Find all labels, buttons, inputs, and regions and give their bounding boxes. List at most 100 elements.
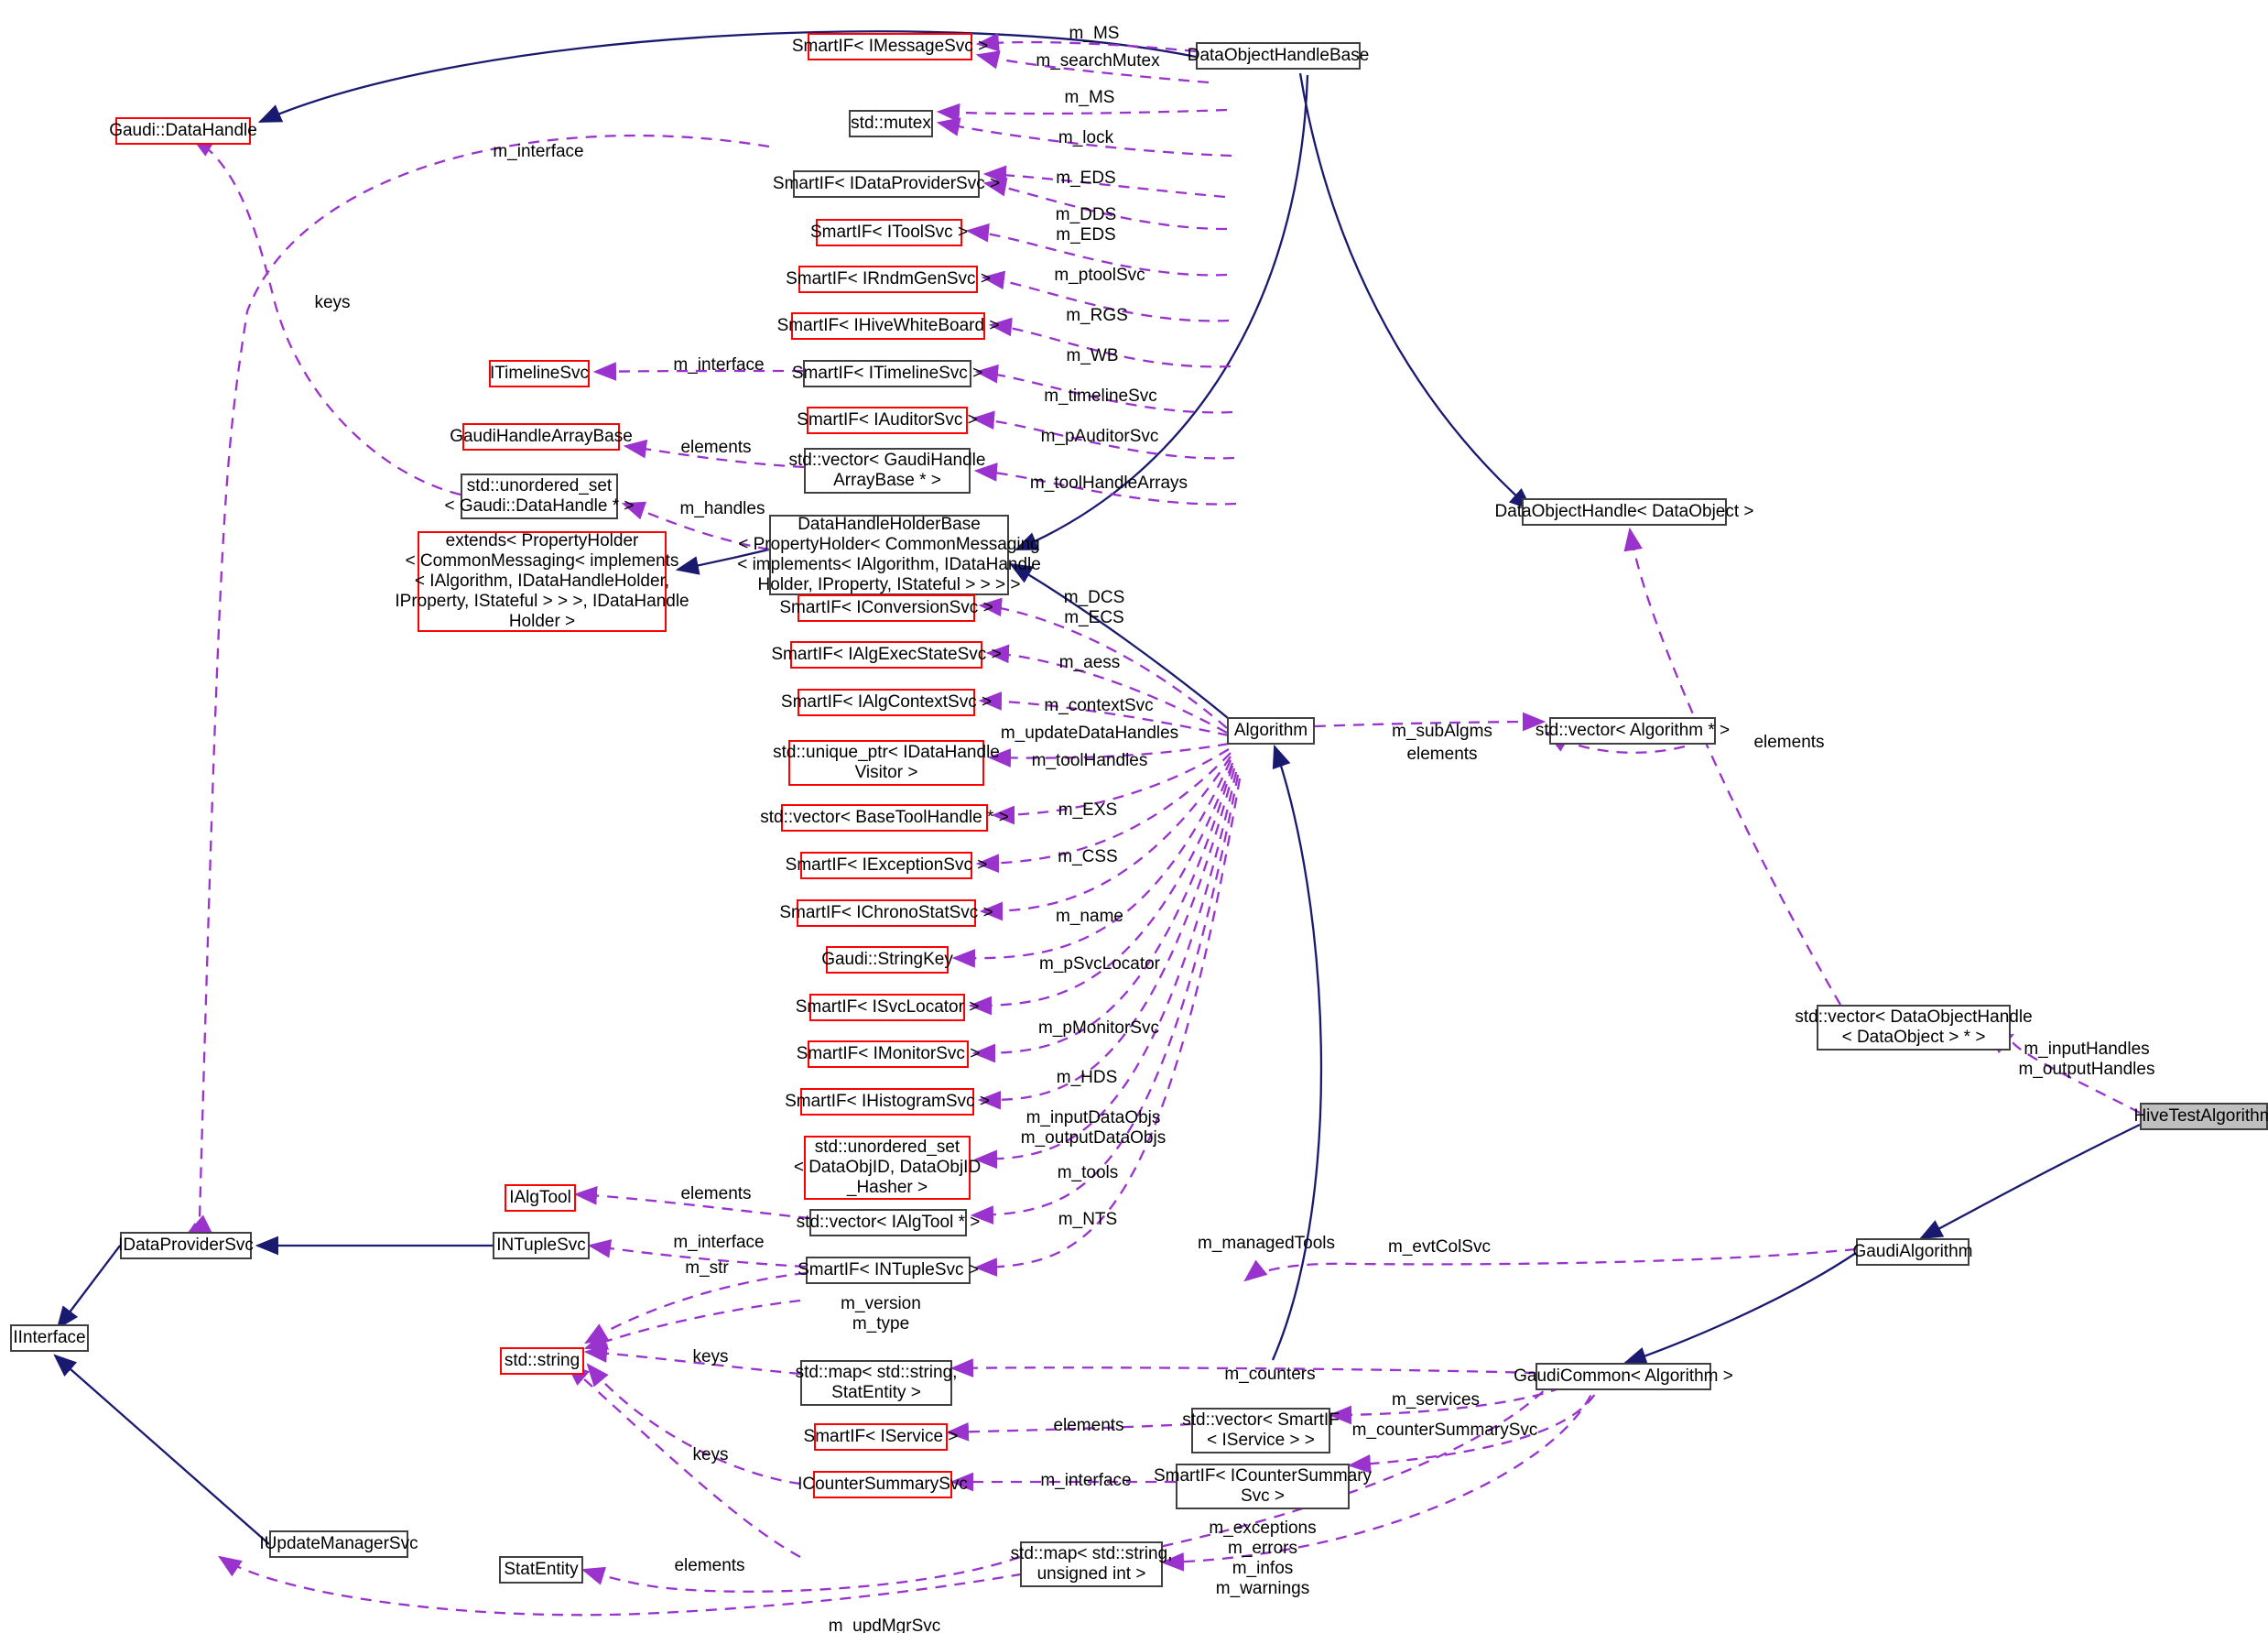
edge-label-keys_mid: keys <box>692 1347 729 1366</box>
class-node-smartif_iservice[interactable]: SmartIF< IService > <box>804 1423 958 1451</box>
class-node-smartif_imessagesvc[interactable]: SmartIF< IMessageSvc > <box>792 33 988 60</box>
edge-label-m_interface_top: m_interface <box>493 142 584 161</box>
class-node-map_string_uint[interactable]: std::map< std::string, unsigned int > <box>1011 1541 1172 1587</box>
class-node-itimelinesvc[interactable]: ITimelineSvc <box>489 360 590 387</box>
edge-label-m_WB: m_WB <box>1066 346 1119 365</box>
edge-label-elements_ialgtool: elements <box>680 1184 752 1203</box>
class-node-dataobjecthandlebase[interactable]: DataObjectHandleBase <box>1188 42 1369 70</box>
class-node-uptr_idatahandlevis[interactable]: std::unique_ptr< IDataHandle Visitor > <box>773 740 1000 786</box>
edge-label-m_CSS: m_CSS <box>1058 847 1118 866</box>
class-node-smartif_ihistogramsvc[interactable]: SmartIF< IHistogramSvc > <box>785 1088 990 1116</box>
class-node-gaudialgorithm[interactable]: GaudiAlgorithm <box>1853 1238 1972 1266</box>
class-node-smartif_ihivewhite[interactable]: SmartIF< IHiveWhiteBoard > <box>777 312 999 340</box>
class-node-vec_ialgtool[interactable]: std::vector< IAlgTool * > <box>797 1209 980 1236</box>
class-node-smartif_idataprovider[interactable]: SmartIF< IDataProviderSvc > <box>773 170 1000 198</box>
class-node-smartif_ialgexecstate[interactable]: SmartIF< IAlgExecStateSvc > <box>771 641 1002 669</box>
class-node-smartif_isvclocator[interactable]: SmartIF< ISvcLocator > <box>796 994 979 1021</box>
class-node-smartif_irndmgensvc[interactable]: SmartIF< IRndmGenSvc > <box>786 266 991 293</box>
class-node-intuplesvc[interactable]: INTupleSvc <box>493 1232 590 1259</box>
class-node-dataobjecthandle_do[interactable]: DataObjectHandle< DataObject > <box>1494 498 1754 526</box>
class-node-smartif_iexception[interactable]: SmartIF< IExceptionSvc > <box>786 852 987 879</box>
class-node-gaudi_stringkey[interactable]: Gaudi::StringKey <box>821 946 953 974</box>
edge-label-m_tools: m_tools <box>1057 1163 1119 1182</box>
class-node-std_mutex[interactable]: std::mutex <box>849 110 933 137</box>
edge-label-m_searchMutex: m_searchMutex <box>1036 51 1160 71</box>
edge-label-elements_algvec: elements <box>1406 745 1478 764</box>
class-node-std_string[interactable]: std::string <box>500 1347 584 1375</box>
edge-label-m_inputDataObjs: m_inputDataObjs m_outputDataObjs <box>1020 1108 1167 1149</box>
edge-label-elements_iservice: elements <box>1053 1416 1124 1435</box>
class-node-algorithm[interactable]: Algorithm <box>1227 717 1315 745</box>
edge-label-m_RGS: m_RGS <box>1066 306 1128 325</box>
edge-label-m_handles: m_handles <box>679 499 765 518</box>
edge-label-m_interface_nt: m_interface <box>673 1233 765 1252</box>
class-node-uset_gaudi_datahandle[interactable]: std::unordered_set < Gaudi::DataHandle *… <box>444 474 635 519</box>
edge-label-m_pSvcLocator: m_pSvcLocator <box>1038 954 1161 974</box>
class-node-smartif_icountersum[interactable]: SmartIF< ICounterSummary Svc > <box>1154 1464 1372 1509</box>
class-node-smartif_imonitorsvc[interactable]: SmartIF< IMonitorSvc > <box>797 1040 980 1068</box>
edge-label-m_contextSvc: m_contextSvc <box>1044 696 1154 715</box>
edge-label-m_counters: m_counters <box>1224 1365 1316 1384</box>
class-node-datahandleholderbase[interactable]: DataHandleHolderBase < PropertyHolder< C… <box>737 514 1041 595</box>
class-node-iupdatemanagersvc[interactable]: IUpdateManagerSvc <box>259 1530 418 1558</box>
edge-label-m_interface_cs: m_interface <box>1040 1471 1132 1490</box>
edge-label-m_managedTools: m_managedTools <box>1198 1234 1335 1253</box>
edge-label-m_timelineSvc: m_timelineSvc <box>1044 386 1157 406</box>
edge-label-elements_gha: elements <box>680 438 752 457</box>
edge-label-keys_low: keys <box>692 1445 729 1464</box>
class-node-smartif_iauditorsvc[interactable]: SmartIF< IAuditorSvc > <box>797 407 978 434</box>
class-node-gaudihandlearraybase[interactable]: GaudiHandleArrayBase <box>450 423 633 451</box>
edge-label-m_updMgrSvc: m_updMgrSvc <box>828 1617 941 1633</box>
edge-label-m_pAuditorSvc: m_pAuditorSvc <box>1040 427 1159 446</box>
class-node-gaudicommon_algorithm[interactable]: GaudiCommon< Algorithm > <box>1514 1363 1733 1390</box>
edge-label-elements_doh: elements <box>1753 733 1825 752</box>
edge-label-m_lock: m_lock <box>1058 128 1114 147</box>
class-node-icountersummarysvc[interactable]: ICounterSummarySvc <box>798 1471 968 1498</box>
class-node-smartif_ialgcontext[interactable]: SmartIF< IAlgContextSvc > <box>781 689 992 716</box>
class-node-smartif_itoolsvc[interactable]: SmartIF< IToolSvc > <box>810 219 968 246</box>
class-node-hivetestalgorithm[interactable]: HiveTestAlgorithm <box>2133 1103 2268 1130</box>
edge-label-m_evtColSvc: m_evtColSvc <box>1388 1237 1491 1257</box>
edge-label-keys_top: keys <box>314 293 351 312</box>
edge-label-m_EDS_1: m_EDS <box>1056 169 1116 188</box>
edge-label-m_aess: m_aess <box>1058 653 1121 672</box>
edge-label-m_counterSummarySvc: m_counterSummarySvc <box>1351 1421 1538 1440</box>
edge-label-m_name: m_name <box>1056 907 1123 926</box>
class-node-vec_algorithm[interactable]: std::vector< Algorithm * > <box>1536 717 1730 745</box>
class-node-smartif_iconversion[interactable]: SmartIF< IConversionSvc > <box>779 594 993 622</box>
class-node-iinterface[interactable]: IInterface <box>10 1324 89 1352</box>
edge-label-m_str: m_str <box>685 1258 729 1278</box>
class-node-idataprovidersvc[interactable]: IDataProviderSvc <box>118 1232 254 1259</box>
class-node-map_string_statentity[interactable]: std::map< std::string, StatEntity > <box>796 1360 957 1406</box>
edge-label-m_subAlgms: m_subAlgms <box>1392 722 1492 741</box>
class-node-statentity[interactable]: StatEntity <box>499 1556 583 1584</box>
edge-label-m_MS_1: m_MS <box>1069 24 1120 43</box>
class-node-extends_propertyholder[interactable]: extends< PropertyHolder < CommonMessagin… <box>395 530 689 632</box>
edge-label-m_NTS: m_NTS <box>1058 1210 1118 1229</box>
edge-label-m_exceptions_blk: m_exceptions m_errors m_infos m_warnings <box>1209 1519 1317 1599</box>
class-node-uset_dataobjid[interactable]: std::unordered_set < DataObjID, DataObjI… <box>794 1136 981 1200</box>
edge-label-m_toolHandles: m_toolHandles <box>1031 751 1148 770</box>
edge-label-m_updateDataHandles: m_updateDataHandles <box>1000 724 1179 743</box>
edge-label-m_ptoolSvc: m_ptoolSvc <box>1054 266 1145 285</box>
edge-label-m_DCS_ECS: m_DCS m_ECS <box>1063 588 1125 628</box>
class-node-vec_smartif_iservice[interactable]: std::vector< SmartIF < IService > > <box>1182 1408 1340 1453</box>
edge-label-m_services: m_services <box>1391 1390 1481 1410</box>
class-node-smartif_itimelinesvc[interactable]: SmartIF< ITimelineSvc > <box>792 360 982 387</box>
edge-label-m_HDS: m_HDS <box>1056 1068 1118 1087</box>
class-node-ialgtool[interactable]: IAlgTool <box>505 1184 576 1212</box>
edge-label-m_EXS: m_EXS <box>1058 800 1118 820</box>
class-node-smartif_intuplesvc[interactable]: SmartIF< INTupleSvc > <box>798 1257 979 1284</box>
class-node-gaudi_datahandle[interactable]: Gaudi::DataHandle <box>109 117 257 145</box>
class-node-vec_gaudihandlearray[interactable]: std::vector< GaudiHandle ArrayBase * > <box>789 448 985 494</box>
edge-label-m_version_type: m_version m_type <box>841 1294 921 1334</box>
class-node-smartif_ichronostat[interactable]: SmartIF< IChronoStatSvc > <box>779 899 993 927</box>
edge-label-m_pMonitorSvc: m_pMonitorSvc <box>1038 1018 1159 1038</box>
edge-label-m_MS_2: m_MS <box>1064 88 1115 107</box>
class-node-vec_basetoolhandle[interactable]: std::vector< BaseToolHandle * > <box>760 804 1009 832</box>
edge-label-m_toolHandleArrays: m_toolHandleArrays <box>1029 474 1188 493</box>
edge-label-m_interface_tl: m_interface <box>673 355 765 375</box>
class-node-vec_doh_dataobject[interactable]: std::vector< DataObjectHandle < DataObje… <box>1795 1005 2033 1051</box>
